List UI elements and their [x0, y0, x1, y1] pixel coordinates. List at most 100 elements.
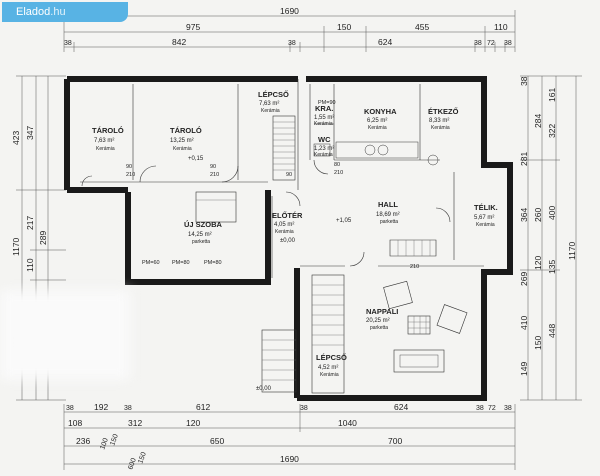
- dim-left-217: 217: [25, 216, 35, 230]
- dim-right-448: 448: [547, 324, 557, 338]
- room-floor: Kerámia: [96, 146, 115, 152]
- dim-right-281: 281: [519, 152, 529, 166]
- stairs-hall: [389, 239, 437, 257]
- dim-bot1-3: 612: [196, 402, 210, 412]
- room-area: 18,69 m²: [376, 212, 400, 218]
- side-note-2: 600: [127, 457, 138, 470]
- room-lepcso-bottom: LÉPCSŐ 4,52 m² Kerámia: [316, 353, 347, 378]
- level-marker: ±0,00: [280, 238, 296, 244]
- dim-bot1-4: 38: [300, 405, 308, 412]
- level-marker: +1,05: [336, 218, 352, 224]
- dim-bot2-3: 1040: [338, 418, 357, 428]
- top-dimensions: 1690 975 150 455 110 38 842 38 624 38 72…: [63, 6, 516, 52]
- dim-bot1-5: 624: [394, 402, 408, 412]
- dim-right-364: 364: [519, 208, 529, 222]
- room-kamra: KRA. 1,55 m² Kerámia: [314, 104, 334, 127]
- dim-bot2-1: 312: [128, 418, 142, 428]
- dim-bot1-6: 38: [476, 405, 484, 412]
- outside-level-marker: ±0,00: [256, 386, 272, 392]
- room-area: 14,25 m²: [188, 232, 212, 238]
- dim-bot1-1: 192: [94, 402, 108, 412]
- dim-top-total: 1690: [280, 6, 299, 16]
- dim-top2-1: 842: [172, 37, 186, 47]
- room-lepcso-top: LÉPCSŐ 7,63 m² Kerámia: [258, 90, 289, 114]
- right-dimensions: 38 281 364 269 410 149 284 260 120 150 1…: [519, 75, 582, 401]
- room-floor: Kerámia: [320, 372, 339, 378]
- site-watermark[interactable]: Eladod.hu: [2, 2, 128, 22]
- side-note-1: 150: [109, 433, 120, 446]
- dim-top-455: 455: [415, 22, 429, 32]
- room-area: 13,25 m²: [170, 138, 194, 144]
- dim-left-1170: 1170: [11, 237, 21, 256]
- room-name: KONYHA: [364, 107, 397, 116]
- stairs-outside: [261, 329, 297, 393]
- room-floor: parketta: [192, 239, 210, 245]
- room-area: 6,25 m²: [367, 118, 387, 124]
- dim-right-1170: 1170: [567, 241, 577, 260]
- door-label: PM=90: [318, 100, 336, 106]
- room-area: 1,23 m²: [314, 146, 334, 152]
- room-wc: WC 1,23 m² Kerámia: [314, 135, 334, 158]
- dim-right-260: 260: [533, 208, 543, 222]
- dim-right-38a: 38: [519, 76, 529, 86]
- door-label: 90: [210, 164, 216, 170]
- door-swings: [81, 159, 451, 267]
- room-area: 7,63 m²: [259, 101, 279, 107]
- room-floor: Kerámia: [431, 125, 450, 131]
- room-name: ÚJ SZOBA: [184, 220, 223, 229]
- dim-right-161: 161: [547, 88, 557, 102]
- room-floor: parketta: [380, 219, 398, 225]
- dim-bot1-7: 72: [488, 405, 496, 412]
- dim-right-400: 400: [547, 206, 557, 220]
- dim-bot1-8: 38: [504, 405, 512, 412]
- walls: [64, 76, 513, 401]
- dim-left-423: 423: [11, 131, 21, 145]
- room-name: TÁROLÓ: [92, 126, 124, 135]
- watermark-tld: .hu: [50, 6, 66, 18]
- stairs-top: [272, 115, 296, 181]
- room-floor: Kerámia: [261, 108, 280, 114]
- dim-top-150: 150: [337, 22, 351, 32]
- room-area: 8,33 m²: [429, 118, 449, 124]
- room-area: 5,67 m²: [474, 215, 494, 221]
- room-name: TÉLIK.: [474, 203, 498, 212]
- room-name: LÉPCSŐ: [258, 90, 289, 99]
- dim-bot3-0: 236: [76, 436, 90, 446]
- door-label: 210: [210, 172, 219, 178]
- dim-bot2-2: 120: [186, 418, 200, 428]
- door-label: PM=80: [172, 260, 190, 266]
- kitchen-fixtures: [313, 141, 439, 166]
- room-area: 4,05 m²: [274, 222, 294, 228]
- room-konyha: KONYHA 6,25 m² Kerámia: [364, 107, 397, 131]
- room-name: KRA.: [315, 104, 333, 113]
- room-floor: Kerámia: [275, 229, 294, 235]
- room-eloter: ELŐTÉR 4,05 m² Kerámia ±0,00: [272, 211, 303, 244]
- watermark-brand: Eladod: [16, 6, 51, 18]
- room-name: HALL: [378, 200, 398, 209]
- dim-left-110: 110: [25, 258, 35, 272]
- dim-right-322: 322: [547, 124, 557, 138]
- room-floor: Kerámia: [314, 121, 333, 127]
- room-uj-szoba: ÚJ SZOBA 14,25 m² parketta: [184, 220, 223, 245]
- room-name: NAPPALI: [366, 307, 398, 316]
- room-name: TÁROLÓ: [170, 126, 202, 135]
- room-name: LÉPCSŐ: [316, 353, 347, 362]
- dim-right-269: 269: [519, 272, 529, 286]
- room-area: 4,52 m²: [318, 365, 338, 371]
- room-name: ÉTKEZŐ: [428, 107, 459, 116]
- side-note-0: 100: [99, 437, 110, 450]
- dim-top2-2: 38: [288, 40, 296, 47]
- dim-bot2-0: 108: [68, 418, 82, 428]
- dim-right-284: 284: [533, 114, 543, 128]
- room-floor: Kerámia: [368, 125, 387, 131]
- living-furniture: [383, 280, 468, 373]
- dim-bot1-2: 38: [124, 405, 132, 412]
- dim-top2-5: 72: [487, 40, 495, 47]
- door-label: 210: [410, 264, 419, 270]
- room-area: 1,55 m²: [314, 115, 334, 121]
- dim-right-120: 120: [533, 256, 543, 270]
- bed-icon: [195, 191, 237, 223]
- door-label: 80: [334, 162, 340, 168]
- room-taroló-2: TÁROLÓ 13,25 m² Kerámia +0,15: [170, 126, 204, 162]
- dim-bot3-1: 650: [210, 436, 224, 446]
